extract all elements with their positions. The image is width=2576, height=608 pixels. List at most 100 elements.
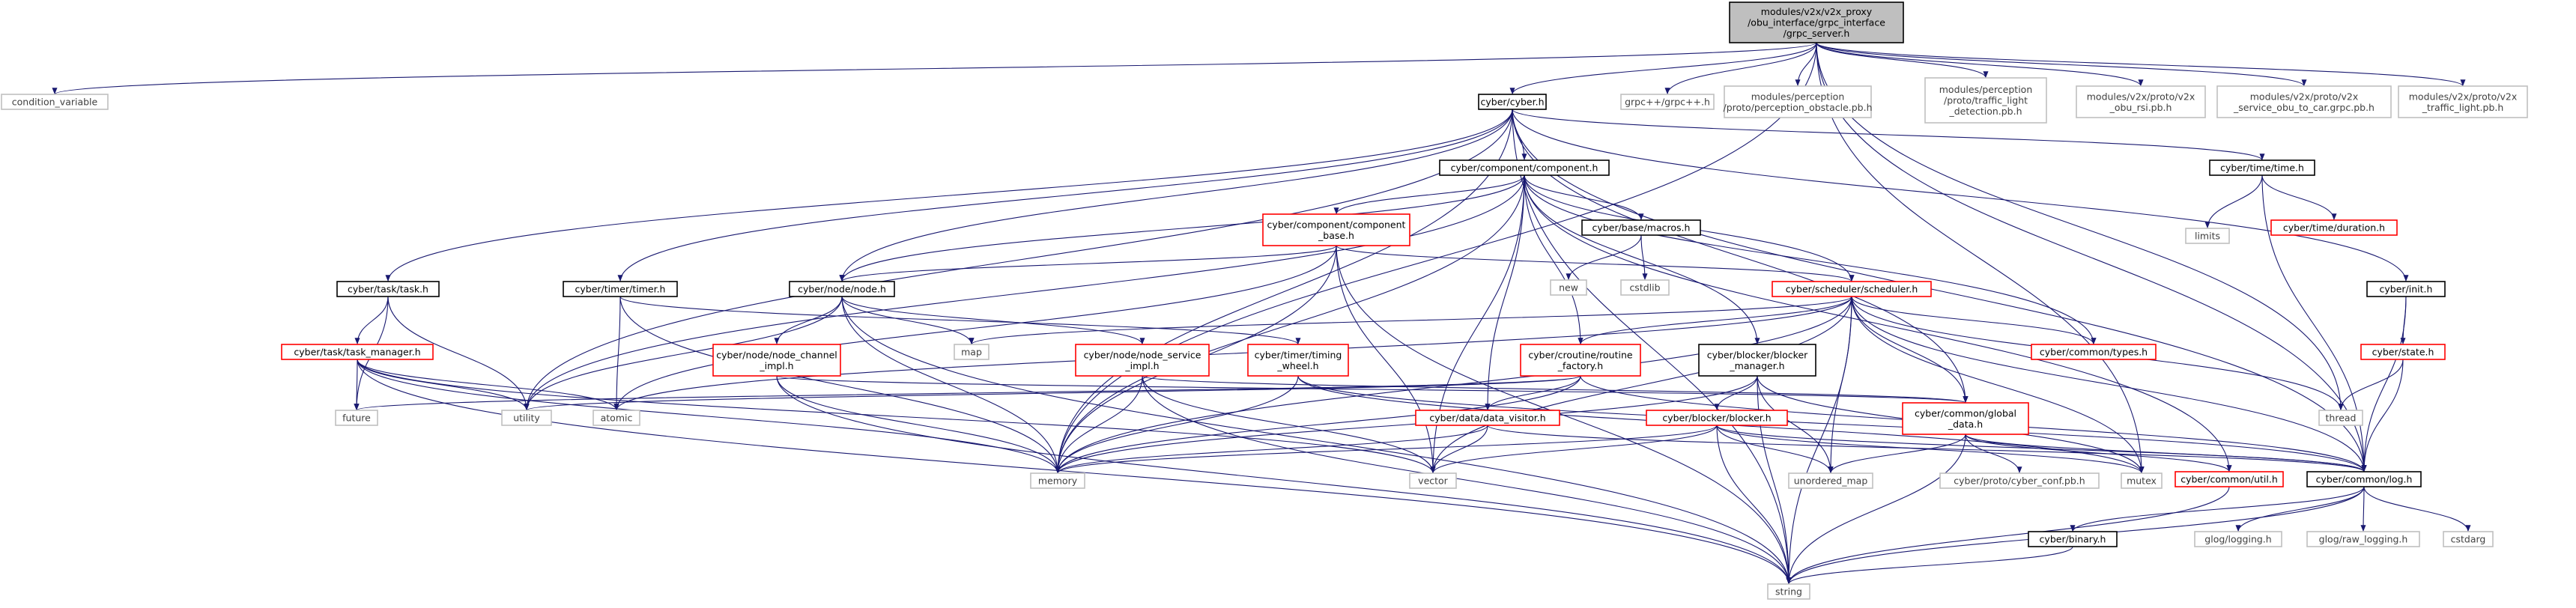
- node-data_visitor_h[interactable]: cyber/data/data_visitor.h: [1415, 410, 1560, 426]
- edge-root-to-service_obu_to_car: [1816, 42, 2307, 87]
- node-global_data_h[interactable]: cyber/common/global_data.h: [1902, 402, 2029, 435]
- node-mutex-label-line-0: mutex: [2127, 475, 2157, 487]
- edge-macros_h-to-cstdlib: [1640, 234, 1648, 281]
- node-thread-label-line-0: thread: [2326, 413, 2357, 424]
- node-component_base_h-label-line-0: cyber/component/component: [1267, 219, 1406, 230]
- node-task_h[interactable]: cyber/task/task.h: [336, 281, 440, 297]
- node-grpcpp-box: [1620, 94, 1715, 110]
- edge-task_manager_h-to-vector: [357, 359, 1436, 474]
- node-data_visitor_h-label-line-0: cyber/data/data_visitor.h: [1429, 413, 1545, 424]
- edge-task_manager_h-to-string: [357, 359, 1792, 585]
- node-timing_wheel_h-label-line-0: cyber/timer/timing: [1255, 349, 1342, 360]
- node-util_h[interactable]: cyber/common/util.h: [2175, 471, 2284, 487]
- node-task_manager_h-label-line-0: cyber/task/task_manager.h: [294, 347, 420, 358]
- edge-macros_h-to-new: [1566, 234, 1642, 281]
- node-root[interactable]: modules/v2x/v2x_proxy/obu_interface/grpc…: [1729, 1, 1904, 43]
- edge-component_base_h-to-atomic: [613, 245, 1337, 411]
- edge-component_h-to-blocker_manager_h: [1524, 174, 1760, 345]
- node-service_obu_to_car: modules/v2x/proto/v2x_service_obu_to_car…: [2216, 85, 2392, 118]
- node-timer_h-box: [563, 281, 678, 297]
- node-map: map: [954, 344, 990, 360]
- node-limits-label-line-0: limits: [2195, 231, 2220, 242]
- node-root-label-line-1: /obu_interface/grpc_interface: [1748, 17, 1885, 28]
- node-traffic_light_detection-label-line-0: modules/perception: [1939, 84, 2033, 95]
- node-glog_logging-box: [2194, 531, 2282, 547]
- node-component_h[interactable]: cyber/component/component.h: [1439, 159, 1610, 176]
- node-component_base_h-label-line-1: _base.h: [1318, 230, 1354, 241]
- edge-timer_h-to-timing_wheel_h: [619, 296, 1301, 345]
- node-scheduler_h[interactable]: cyber/scheduler/scheduler.h: [1772, 281, 1932, 297]
- node-node_channel_impl_h-box: [712, 344, 841, 377]
- node-time_h[interactable]: cyber/time/time.h: [2209, 159, 2315, 176]
- node-cyber_h-box: [1478, 94, 1547, 110]
- edge-task_manager_h-to-atomic: [357, 359, 619, 411]
- node-task_manager_h[interactable]: cyber/task/task_manager.h: [281, 344, 434, 360]
- node-timing_wheel_h-label-line-1: _wheel.h: [1276, 360, 1318, 371]
- node-util_h-label-line-0: cyber/common/util.h: [2180, 474, 2278, 485]
- node-thread: thread: [2318, 410, 2363, 426]
- edge-log_h-to-binary_h: [2070, 486, 2365, 532]
- node-timing_wheel_h-box: [1247, 344, 1349, 377]
- node-node_service_impl_h[interactable]: cyber/node/node_service_impl.h: [1075, 344, 1210, 377]
- node-obu_rsi-label-line-1: _obu_rsi.pb.h: [2109, 102, 2172, 113]
- node-vector: vector: [1409, 472, 1457, 489]
- node-glog_logging-label-line-0: glog/logging.h: [2204, 534, 2271, 545]
- node-log_h[interactable]: cyber/common/log.h: [2306, 471, 2422, 487]
- node-scheduler_h-label-line-0: cyber/scheduler/scheduler.h: [1786, 284, 1918, 295]
- node-vector-label-line-0: vector: [1418, 475, 1449, 487]
- node-task_h-box: [336, 281, 440, 297]
- node-traffic_light_detection-box: [1924, 77, 2047, 124]
- edge-task_h-to-task_manager_h: [354, 296, 389, 345]
- node-timing_wheel_h[interactable]: cyber/timer/timing_wheel.h: [1247, 344, 1349, 377]
- edge-root-to-obu_rsi: [1816, 42, 2144, 87]
- node-timer_h[interactable]: cyber/timer/timer.h: [563, 281, 678, 297]
- edge-node_h-to-string: [841, 296, 1792, 585]
- node-limits-box: [2185, 228, 2230, 244]
- node-state_h[interactable]: cyber/state.h: [2360, 344, 2446, 360]
- node-v2x_traffic_light: modules/v2x/proto/v2x_traffic_light.pb.h: [2398, 85, 2528, 118]
- node-routine_factory_h[interactable]: cyber/croutine/routine_factory.h: [1520, 344, 1641, 377]
- edge-global_data_h-to-string: [1786, 434, 1966, 585]
- node-blocker_h[interactable]: cyber/blocker/blocker.h: [1646, 410, 1788, 426]
- edge-node_channel_impl_h-to-memory: [776, 375, 1061, 474]
- node-new: new: [1550, 279, 1587, 296]
- node-node_h[interactable]: cyber/node/node.h: [789, 281, 895, 297]
- node-blocker_h-box: [1646, 410, 1788, 426]
- node-types_h[interactable]: cyber/common/types.h: [2031, 344, 2157, 360]
- node-node_service_impl_h-label-line-0: cyber/node/node_service: [1084, 349, 1201, 360]
- node-node_service_impl_h-box: [1075, 344, 1210, 377]
- node-v2x_traffic_light-box: [2398, 85, 2528, 118]
- node-blocker_manager_h[interactable]: cyber/blocker/blocker_manager.h: [1698, 344, 1816, 377]
- node-log_h-label-line-0: cyber/common/log.h: [2316, 474, 2413, 485]
- node-macros_h[interactable]: cyber/base/macros.h: [1581, 219, 1701, 236]
- node-vector-box: [1409, 472, 1457, 489]
- node-root-label-line-0: modules/v2x/v2x_proxy: [1761, 6, 1873, 17]
- node-unordered_map-box: [1788, 472, 1873, 489]
- node-binary_h[interactable]: cyber/binary.h: [2028, 531, 2118, 547]
- edge-timing_wheel_h-to-log_h: [1297, 375, 2367, 472]
- node-component_base_h[interactable]: cyber/component/component_base.h: [1262, 213, 1410, 246]
- node-duration_h[interactable]: cyber/time/duration.h: [2270, 219, 2398, 236]
- nodes-layer: modules/v2x/v2x_proxy/obu_interface/grpc…: [1, 1, 2528, 600]
- edge-timer_h-to-memory: [619, 296, 1061, 474]
- edge-time_h-to-duration_h: [2261, 174, 2337, 221]
- edge-component_h-to-component_base_h: [1333, 174, 1525, 215]
- node-time_h-label-line-0: cyber/time/time.h: [2220, 162, 2304, 174]
- node-cyber_h[interactable]: cyber/cyber.h: [1478, 94, 1547, 110]
- node-unordered_map-label-line-0: unordered_map: [1794, 475, 1868, 487]
- edge-root-to-traffic_light_detection: [1816, 42, 1989, 79]
- edge-component_h-to-node_h: [839, 174, 1525, 282]
- edge-scheduler_h-to-string: [1786, 296, 1852, 585]
- edge-log_h-to-glog_logging: [2235, 486, 2365, 532]
- node-node_channel_impl_h[interactable]: cyber/node/node_channel_impl.h: [712, 344, 841, 377]
- node-routine_factory_h-label-line-0: cyber/croutine/routine: [1528, 349, 1632, 360]
- edge-routine_factory_h-to-memory: [1055, 375, 1581, 474]
- edge-task_manager_h-to-utility: [357, 359, 530, 411]
- edge-task_manager_h-to-memory: [357, 359, 1061, 474]
- edge-scheduler_h-to-map: [969, 296, 1852, 345]
- edge-log_h-to-glog_raw_logging: [2360, 486, 2366, 532]
- node-perception_obstacle-box: [1724, 85, 1872, 118]
- node-util_h-box: [2175, 471, 2284, 487]
- node-init_h[interactable]: cyber/init.h: [2366, 281, 2446, 297]
- node-glog_raw_logging-label-line-0: glog/raw_logging.h: [2319, 534, 2408, 545]
